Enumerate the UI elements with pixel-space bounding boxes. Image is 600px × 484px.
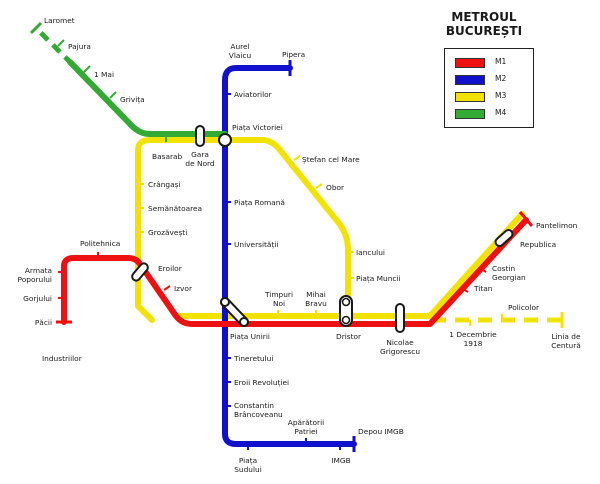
station-label-piata-sudului: Piața Sudului [234,456,262,474]
station-label-1-mai: 1 Mai [94,70,115,79]
station-ticks [57,39,503,450]
line-m3-south-trunk [175,211,525,319]
interchange-gara-de-nord [195,125,205,147]
station-label-timpuri-noi: Timpuri Noi [264,290,293,308]
station-label-pantelimon: Pantelimon [536,221,578,230]
legend-label-m3: M3 [495,91,507,100]
station-label-pipera: Pipera [282,50,306,59]
station-label-piata-unirii: Piața Unirii [230,332,270,341]
interchanges [131,125,514,333]
tick-obor [315,183,323,189]
station-label-piata-victoriei: Piața Victoriei [232,123,283,132]
station-label-aviatorilor: Aviatorilor [234,90,272,99]
legend-swatch-m3 [455,92,485,102]
station-label-gara-de-nord: Gara de Nord [185,150,215,168]
station-label-nicolae-grigorescu: Nicolae Grigorescu [379,338,421,356]
station-label-laromet: Laromet [44,16,75,25]
station-label-iancului: Iancului [356,248,385,257]
station-label-universitatii: Universității [234,240,279,249]
line-m4-built [67,59,228,137]
station-label-imgb: IMGB [331,456,351,465]
station-label-semanatoarea: Semănătoarea [148,204,203,213]
station-label-eroilor: Eroilor [158,264,182,273]
interchange-nicolae-grigorescu [395,303,405,333]
station-label-costin-georgian: Costin Georgian [492,264,526,282]
station-label-politehnica: Politehnica [80,239,121,248]
station-label-basarab: Basarab [152,152,183,161]
station-label-aurel-vlaicu: Aurel Vlaicu [228,42,252,60]
station-label-dristor: Dristor [336,332,362,341]
station-label-eroii-revolutiei: Eroii Revoluției [234,378,290,387]
terminus-laromet [29,21,43,35]
tick-1-mai [83,65,91,73]
station-label-constantin-brancoveanu: Constantin Brâncoveanu [234,401,283,419]
station-label-stefan-cel-mare: Ștefan cel Mare [302,155,360,164]
station-label-izvor: Izvor [174,284,192,293]
station-label-gorjului: Gorjului [23,294,52,303]
legend-label-m1: M1 [495,57,507,66]
station-label-policolor: Policolor [508,303,540,312]
station-label-titan: Titan [474,284,493,293]
line-m2 [222,65,357,447]
interchange-eroilor [131,262,149,282]
line-m4-planned [34,26,74,66]
line-m1 [61,217,529,327]
tick-titan [461,287,469,293]
station-label-piata-romana: Piața Romană [234,198,285,207]
station-label-aparatorii-patriei: Apărătorii Patriei [287,418,325,436]
station-label-piata-muncii: Piața Muncii [356,274,401,283]
station-label-tineretului: Tineretului [234,354,274,363]
station-label-obor: Obor [326,183,345,192]
legend-swatch-m4 [455,109,485,119]
tick-izvor [163,285,171,291]
interchange-piata-victoriei [218,133,232,147]
tick-stefan-cel-mare [293,155,301,161]
legend-label-m4: M4 [495,108,507,117]
station-label-pajura: Pajura [68,42,91,51]
line-m3 [135,137,562,325]
map-title: METROUL BUCUREȘTI [445,10,523,38]
station-label-depou-imgb: Depou IMGB [358,427,404,436]
legend-swatch-m2 [455,75,485,85]
legend-label-m2: M2 [495,74,507,83]
station-label-pacii: Păcii [34,318,52,327]
station-label-industriilor: Industriilor [42,354,82,363]
line-m3-north-loop [135,137,351,325]
station-label-grozavesti: Grozăvești [148,228,188,237]
tick-pajura [57,39,65,47]
interchange-republica [494,228,514,248]
station-label-grivita: Grivița [120,95,145,104]
station-label-crangasi: Crângași [148,180,181,189]
station-label-mihai-bravu: Mihai Bravu [305,290,327,308]
tick-grivita [109,91,117,99]
station-label-armata-poporului: Armata Poporului [17,266,52,284]
legend-swatch-m1 [455,58,485,68]
legend: M1 M2 M3 M4 [444,48,534,128]
interchange-piata-unirii [220,297,249,327]
tick-costin-georgian [479,267,487,273]
station-label-republica: Republica [520,240,557,249]
terminus-pantelimon [518,211,534,227]
line-m4 [34,26,228,137]
interchange-dristor [339,295,353,327]
station-label-linia-de-centura: Linia de Centură [551,332,581,350]
station-label-1-decembrie-1918: 1 Decembrie 1918 [449,330,497,348]
